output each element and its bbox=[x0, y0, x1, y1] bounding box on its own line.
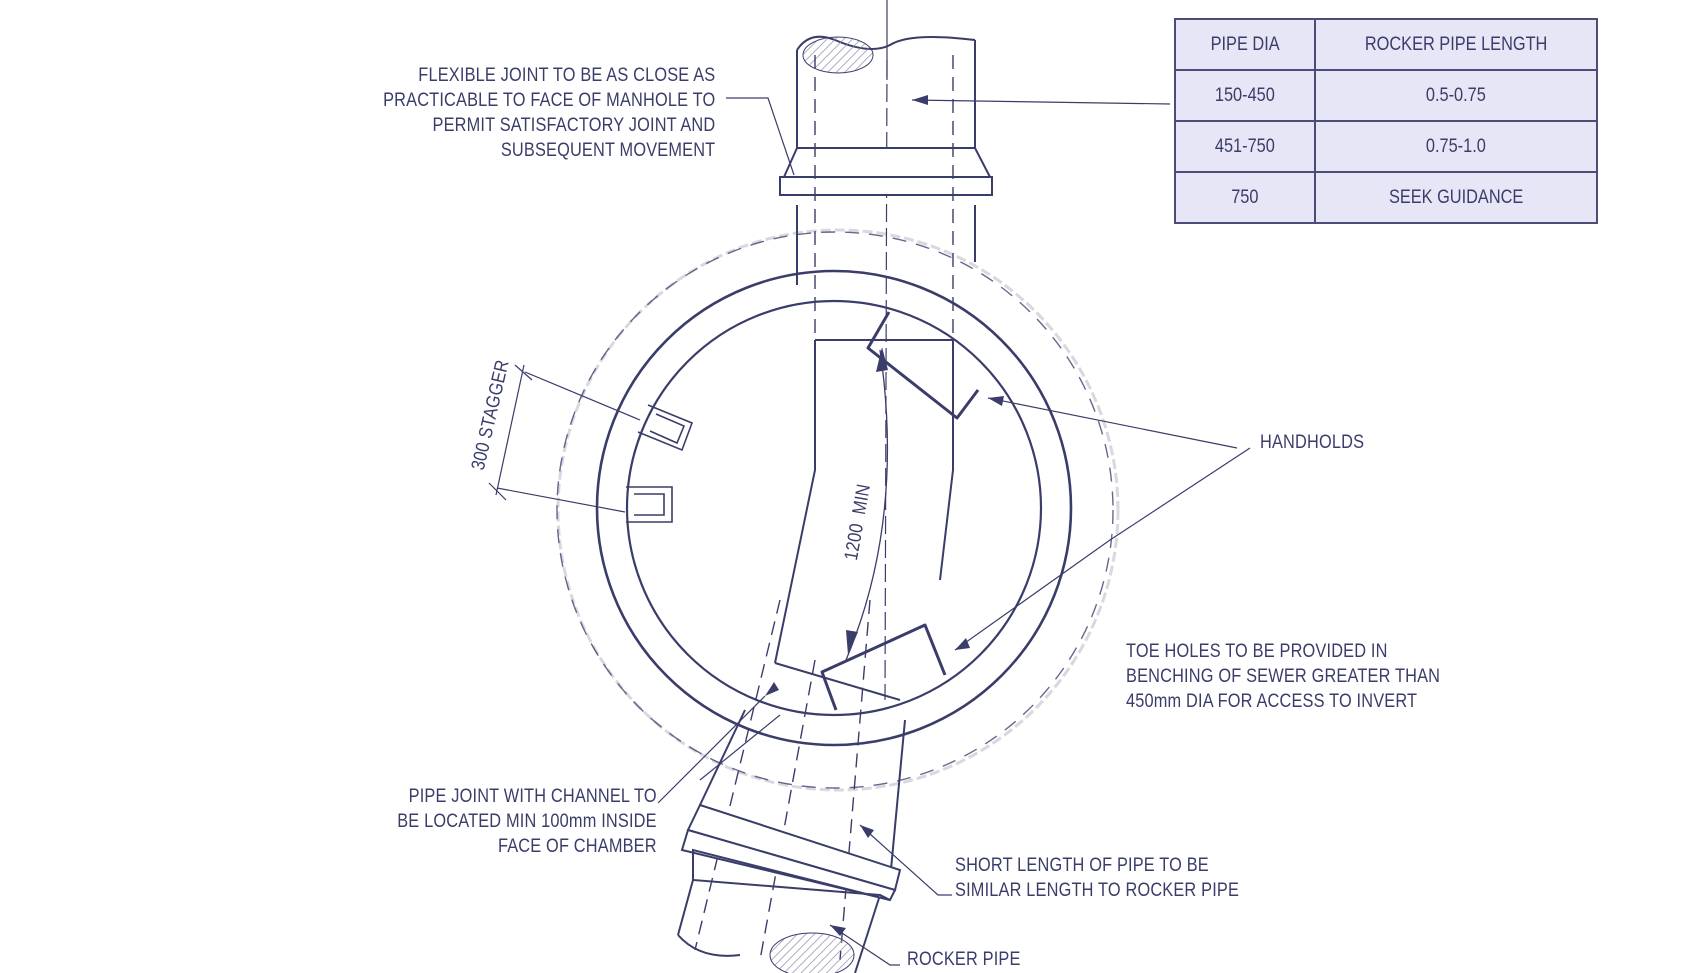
toe-holes-note: TOE HOLES TO BE PROVIDED IN BENCHING OF … bbox=[1126, 639, 1440, 714]
leader-lines bbox=[657, 97, 1251, 966]
table-header-pipe-dia: PIPE DIA bbox=[1174, 18, 1316, 71]
upper-pipe bbox=[796, 35, 976, 285]
handholds-label: HANDHOLDS bbox=[1260, 430, 1364, 455]
dimension-1200 bbox=[845, 349, 889, 661]
stagger-dimension bbox=[488, 364, 641, 513]
table-header-row: PIPE DIA ROCKER PIPE LENGTH bbox=[1174, 18, 1598, 71]
cell-text: 451-750 bbox=[1215, 135, 1275, 157]
note-line: PIPE JOINT WITH CHANNEL TO bbox=[408, 786, 657, 807]
handhold-lower bbox=[820, 623, 947, 711]
note-line: 450mm DIA FOR ACCESS TO INVERT bbox=[1126, 691, 1418, 712]
channel bbox=[774, 339, 954, 701]
table-cell: 0.5-0.75 bbox=[1314, 69, 1598, 122]
note-line: ROCKER PIPE bbox=[907, 949, 1021, 970]
step-iron-upper bbox=[637, 404, 694, 452]
chamber-outer-wall bbox=[595, 269, 1073, 747]
note-line: TOE HOLES TO BE PROVIDED IN bbox=[1126, 641, 1388, 662]
note-line: BENCHING OF SEWER GREATER THAN bbox=[1126, 666, 1441, 687]
lower-pipe-section bbox=[769, 932, 855, 973]
header-text: PIPE DIA bbox=[1210, 33, 1280, 55]
table-cell: 451-750 bbox=[1174, 120, 1316, 173]
table-row: 750 SEEK GUIDANCE bbox=[1174, 171, 1598, 224]
note-line: SHORT LENGTH OF PIPE TO BE bbox=[955, 855, 1209, 876]
note-line: SIMILAR LENGTH TO ROCKER PIPE bbox=[955, 880, 1240, 901]
note-line: PRACTICABLE TO FACE OF MANHOLE TO bbox=[382, 90, 715, 111]
header-text: ROCKER PIPE LENGTH bbox=[1364, 33, 1548, 55]
rocker-pipe-table: PIPE DIA ROCKER PIPE LENGTH 150-450 0.5-… bbox=[1174, 18, 1598, 224]
cell-text: 0.5-0.75 bbox=[1426, 84, 1486, 106]
table-cell: 0.75-1.0 bbox=[1314, 120, 1598, 173]
table-header-rocker-length: ROCKER PIPE LENGTH bbox=[1314, 18, 1598, 71]
step-iron-lower bbox=[626, 486, 673, 523]
ghost-outline bbox=[556, 228, 1120, 792]
short-length-note: SHORT LENGTH OF PIPE TO BE SIMILAR LENGT… bbox=[955, 853, 1239, 903]
note-line: PERMIT SATISFACTORY JOINT AND bbox=[432, 115, 715, 136]
lower-pipe bbox=[677, 709, 906, 973]
cell-text: 0.75-1.0 bbox=[1426, 135, 1486, 157]
table-cell: SEEK GUIDANCE bbox=[1314, 171, 1598, 224]
handhold-upper bbox=[866, 311, 980, 420]
rocker-pipe-label: ROCKER PIPE bbox=[907, 947, 1021, 972]
cell-text: 750 bbox=[1231, 186, 1259, 208]
note-line: BE LOCATED MIN 100mm INSIDE bbox=[397, 811, 657, 832]
upper-socket bbox=[779, 147, 993, 196]
chamber-outer-dashed bbox=[556, 231, 1114, 789]
note-line: SUBSEQUENT MOVEMENT bbox=[500, 140, 715, 161]
table-row: 150-450 0.5-0.75 bbox=[1174, 69, 1598, 122]
table-cell: 150-450 bbox=[1174, 69, 1316, 122]
note-line: HANDHOLDS bbox=[1260, 432, 1365, 453]
note-line: FLEXIBLE JOINT TO BE AS CLOSE AS bbox=[417, 65, 715, 86]
cell-text: 150-450 bbox=[1215, 84, 1275, 106]
pipe-joint-note: PIPE JOINT WITH CHANNEL TO BE LOCATED MI… bbox=[398, 784, 657, 859]
table-cell: 750 bbox=[1174, 171, 1316, 224]
upper-pipe-section bbox=[802, 36, 874, 74]
cell-text: SEEK GUIDANCE bbox=[1388, 186, 1524, 208]
note-line: FACE OF CHAMBER bbox=[498, 836, 657, 857]
table-row: 451-750 0.75-1.0 bbox=[1174, 120, 1598, 173]
flexible-joint-note: FLEXIBLE JOINT TO BE AS CLOSE AS PRACTIC… bbox=[383, 63, 715, 163]
chamber-inner-wall bbox=[625, 299, 1043, 717]
lower-socket bbox=[680, 803, 902, 902]
